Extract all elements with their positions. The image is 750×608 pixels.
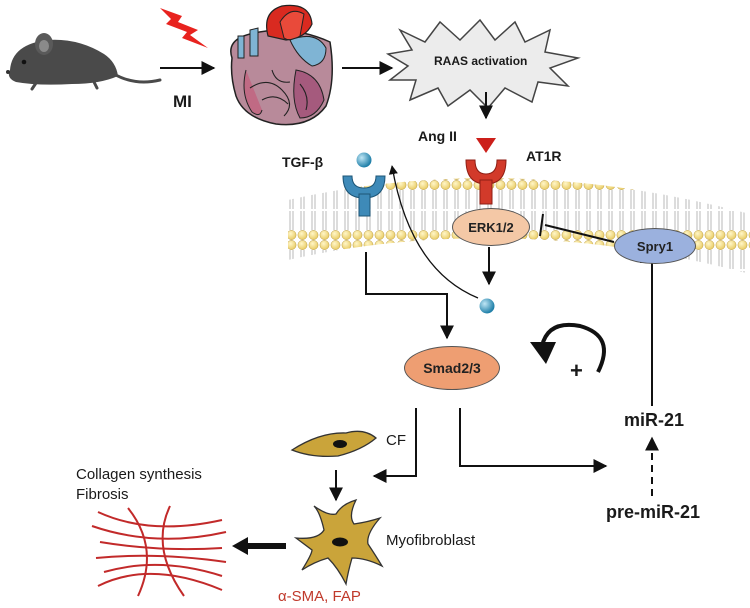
raas-label: RAAS activation: [434, 54, 528, 68]
mir21-label: miR-21: [624, 410, 685, 430]
smad-oval: Smad2/3: [404, 346, 500, 390]
ang2-triangle-icon: [476, 138, 496, 153]
at1r-receptor-icon: [465, 159, 507, 205]
spry1-inhibits-erk: [539, 213, 615, 243]
mouse-icon: [6, 33, 162, 91]
positive-feedback-loop-icon: [530, 323, 606, 373]
collagen-arrow-head: [232, 537, 248, 555]
premir21-label: pre-miR-21: [606, 502, 701, 522]
mir21-inhibits-spry1: [640, 261, 664, 406]
tgf-beta-to-smad-arrow: [365, 252, 454, 340]
mi-label: MI: [173, 92, 192, 111]
erk-product-ball: [479, 298, 495, 314]
tgf-beta-ligand-ball: [356, 152, 372, 168]
smad-label: Smad2/3: [423, 360, 481, 376]
spry1-oval: Spry1: [614, 228, 696, 264]
smad-to-premir21-arrow: [459, 408, 608, 473]
erk-oval: ERK1/2: [452, 208, 530, 246]
smad-to-cf-arrow: [372, 408, 417, 483]
raas-burst-shape: [385, 18, 581, 110]
lightning-bolt-icon: [160, 8, 208, 48]
myofibroblast-label: Myofibroblast: [386, 532, 476, 549]
collagen-fibers-icon: [91, 505, 227, 597]
fibrosis-label: Fibrosis: [76, 486, 129, 503]
ang2-label: Ang II: [418, 128, 457, 144]
ball-to-tgf-beta-curve-arrow: [388, 165, 479, 299]
cardiac-fibroblast-icon: [290, 430, 378, 458]
at1r-label: AT1R: [526, 148, 562, 164]
heart-icon: [230, 4, 333, 126]
markers-label: α-SMA, FAP: [278, 588, 361, 605]
cf-label: CF: [386, 432, 406, 449]
tgf-beta-receptor-icon: [342, 175, 386, 217]
collagen-label: Collagen synthesis: [76, 466, 202, 483]
spry1-label: Spry1: [636, 238, 674, 254]
tgf-beta-label: TGF-β: [282, 154, 324, 170]
myofibroblast-icon: [293, 498, 384, 587]
erk-label: ERK1/2: [468, 219, 514, 235]
plus-sign: +: [570, 358, 583, 383]
